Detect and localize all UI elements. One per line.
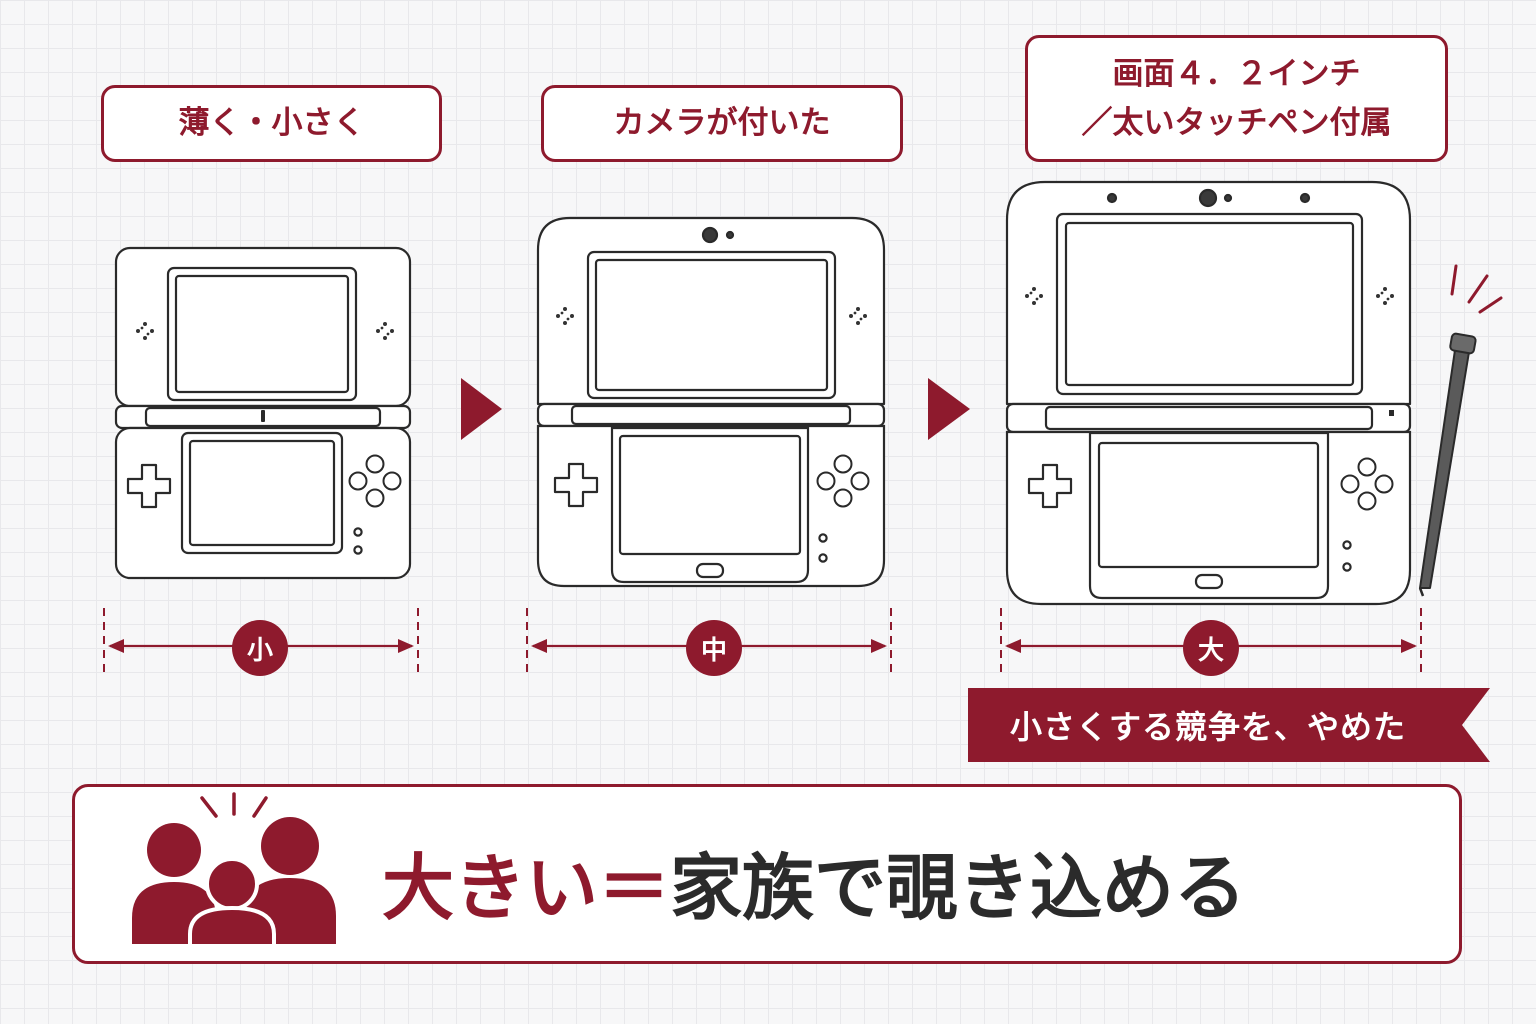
arrow-right-icon: [928, 378, 970, 440]
family-icon: [132, 792, 336, 948]
step-1-label-line: 薄く・小さく: [178, 105, 365, 142]
banner-ribbon: [968, 688, 1490, 762]
size-badge-medium: 中: [700, 635, 727, 666]
camera-icon: [1198, 188, 1218, 208]
step-3-label-line-1: 画面４．２インチ: [1112, 56, 1361, 93]
stylus-icon: [1418, 332, 1477, 597]
device-small: [114, 246, 412, 580]
step-2-label-line: カメラが付いた: [613, 105, 831, 142]
device-medium: [536, 216, 886, 588]
sparkle-lines: [1450, 264, 1503, 314]
size-badge-small: 小: [246, 635, 273, 666]
step-3-label-line-2: ／太いタッチペン付属: [1081, 104, 1392, 141]
bottom-message-main: 家族で覗き込める: [670, 845, 1247, 930]
arrow-right-icon: [461, 378, 502, 440]
bottom-message-accent: 大きい＝: [382, 845, 671, 930]
size-badge-medium-bg: [686, 620, 742, 676]
size-badge-small-bg: [232, 620, 288, 676]
step-1-label: 薄く・小さく: [101, 85, 442, 162]
step-2-label: カメラが付いた: [541, 85, 903, 162]
size-badge-large: 大: [1197, 635, 1224, 666]
size-badge-large-bg: [1183, 620, 1239, 676]
step-3-label: 画面４．２インチ ／太いタッチペン付属: [1025, 35, 1448, 162]
bottom-message: 大きい＝ 家族で覗き込める: [382, 826, 1246, 936]
banner-text: 小さくする競争を、やめた: [1009, 708, 1406, 746]
device-large: [1005, 180, 1412, 606]
